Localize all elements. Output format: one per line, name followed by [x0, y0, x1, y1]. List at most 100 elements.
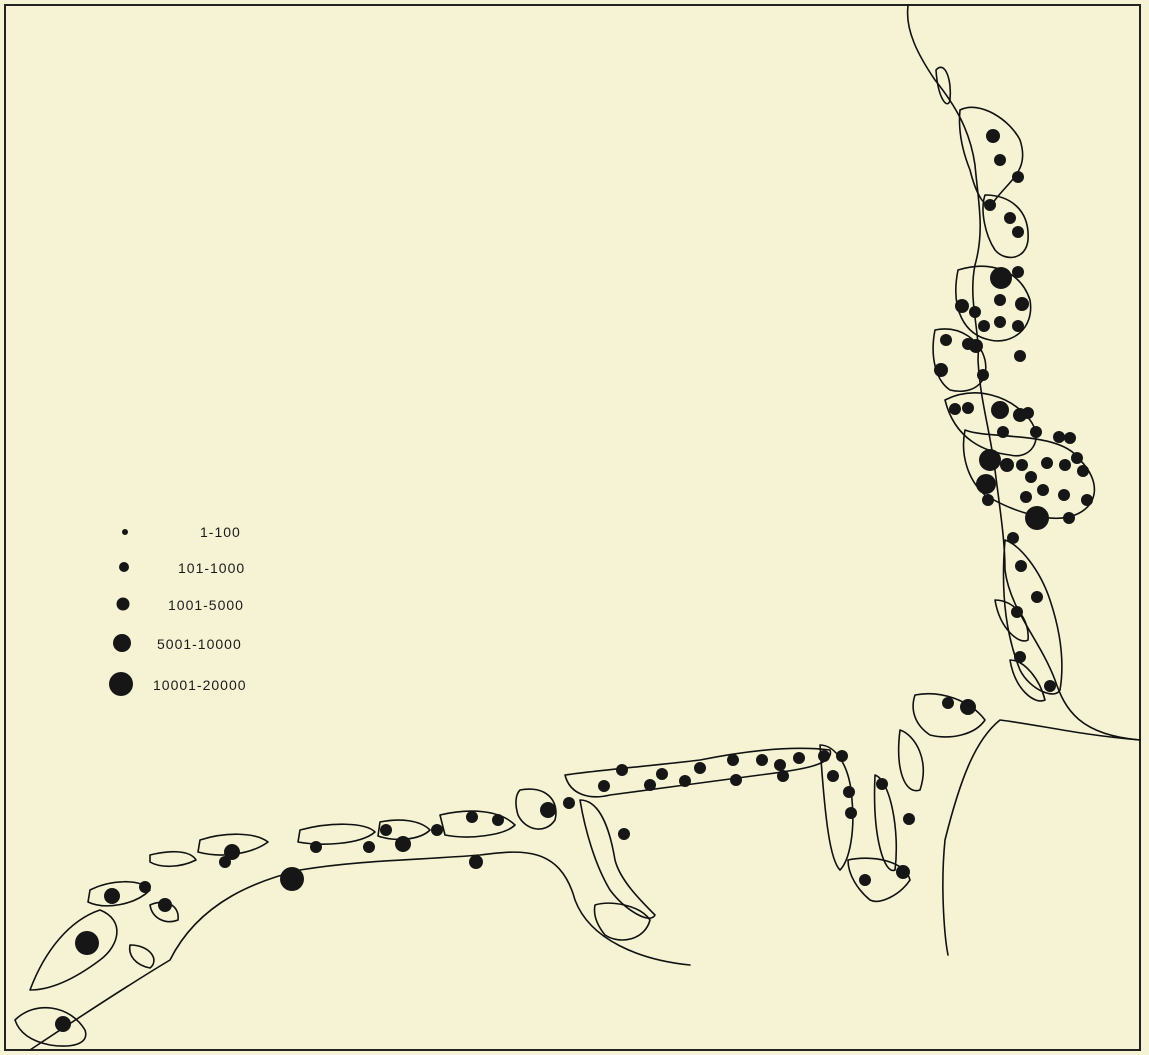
- site-marker: [1058, 489, 1070, 501]
- site-marker: [1014, 651, 1026, 663]
- site-marker: [616, 764, 628, 776]
- site-marker: [990, 267, 1012, 289]
- site-marker: [994, 294, 1006, 306]
- site-marker: [1004, 212, 1016, 224]
- site-marker: [962, 402, 974, 414]
- site-marker: [727, 754, 739, 766]
- site-marker: [949, 403, 961, 415]
- site-marker: [843, 786, 855, 798]
- mainland-coast: [906, 5, 1141, 741]
- site-marker: [139, 881, 151, 893]
- site-marker: [563, 797, 575, 809]
- site-marker: [679, 775, 691, 787]
- site-marker: [818, 750, 830, 762]
- site-marker: [158, 898, 172, 912]
- site-marker: [969, 339, 983, 353]
- site-marker: [903, 813, 915, 825]
- site-marker: [618, 828, 630, 840]
- site-marker: [977, 369, 989, 381]
- site-marker: [1012, 266, 1024, 278]
- barrier-islands: [14, 66, 1096, 1047]
- site-marker: [1025, 506, 1049, 530]
- site-marker: [934, 363, 948, 377]
- site-marker: [1014, 350, 1026, 362]
- site-marker: [1037, 484, 1049, 496]
- site-marker: [1016, 459, 1028, 471]
- legend: 1-100 101-1000 1001-5000 5001-10000 1000…: [109, 524, 247, 696]
- legend-swatch-4: [113, 634, 131, 652]
- site-marker: [1015, 560, 1027, 572]
- site-marker: [1012, 320, 1024, 332]
- site-marker: [793, 752, 805, 764]
- site-marker: [756, 754, 768, 766]
- site-marker: [1071, 452, 1083, 464]
- site-marker: [1007, 532, 1019, 544]
- site-marker: [431, 824, 443, 836]
- site-marker: [1015, 297, 1029, 311]
- site-marker: [1081, 494, 1093, 506]
- site-marker: [395, 836, 411, 852]
- mainland-inland-line: [29, 851, 691, 1051]
- site-marker: [955, 299, 969, 313]
- legend-label-3: 1001-5000: [168, 597, 244, 613]
- legend-swatch-3: [116, 597, 130, 611]
- site-marker: [940, 334, 952, 346]
- site-marker: [694, 762, 706, 774]
- site-marker: [827, 770, 839, 782]
- legend-swatch-2: [119, 562, 129, 572]
- site-marker: [978, 320, 990, 332]
- site-marker: [219, 856, 231, 868]
- site-marker: [1031, 591, 1043, 603]
- site-marker: [1063, 512, 1075, 524]
- legend-label-5: 10001-20000: [153, 677, 247, 693]
- legend-label-4: 5001-10000: [157, 636, 242, 652]
- site-marker: [994, 154, 1006, 166]
- site-marker: [104, 888, 120, 904]
- site-marker: [982, 494, 994, 506]
- site-marker: [380, 824, 392, 836]
- site-marker: [986, 129, 1000, 143]
- site-marker: [1044, 680, 1056, 692]
- site-marker: [997, 426, 1009, 438]
- coastline: [29, 5, 1141, 1051]
- site-marker: [1022, 407, 1034, 419]
- site-marker: [492, 814, 504, 826]
- site-marker: [469, 855, 483, 869]
- site-marker: [280, 867, 304, 891]
- site-marker: [1041, 457, 1053, 469]
- site-marker: [466, 811, 478, 823]
- site-marker: [644, 779, 656, 791]
- site-marker: [976, 474, 996, 494]
- site-marker: [1012, 171, 1024, 183]
- site-marker: [859, 874, 871, 886]
- site-marker: [656, 768, 668, 780]
- legend-swatch-5: [109, 672, 133, 696]
- site-marker: [942, 697, 954, 709]
- site-marker: [1025, 471, 1037, 483]
- site-marker: [979, 449, 1001, 471]
- site-marker: [75, 931, 99, 955]
- site-marker: [876, 778, 888, 790]
- site-marker: [1064, 432, 1076, 444]
- legend-label-2: 101-1000: [178, 560, 245, 576]
- site-marker: [777, 770, 789, 782]
- site-marker: [1000, 458, 1014, 472]
- colony-sites: [55, 129, 1093, 1032]
- site-marker: [1011, 606, 1023, 618]
- legend-label-1: 1-100: [200, 524, 241, 540]
- site-marker: [1053, 431, 1065, 443]
- mainland-coast-south: [942, 719, 1141, 956]
- site-marker: [540, 802, 556, 818]
- site-marker: [598, 780, 610, 792]
- site-marker: [984, 199, 996, 211]
- site-marker: [55, 1016, 71, 1032]
- site-marker: [730, 774, 742, 786]
- site-marker: [991, 401, 1009, 419]
- site-marker: [363, 841, 375, 853]
- site-marker: [1020, 491, 1032, 503]
- site-marker: [1059, 459, 1071, 471]
- legend-swatch-1: [122, 529, 128, 535]
- site-marker: [1077, 465, 1089, 477]
